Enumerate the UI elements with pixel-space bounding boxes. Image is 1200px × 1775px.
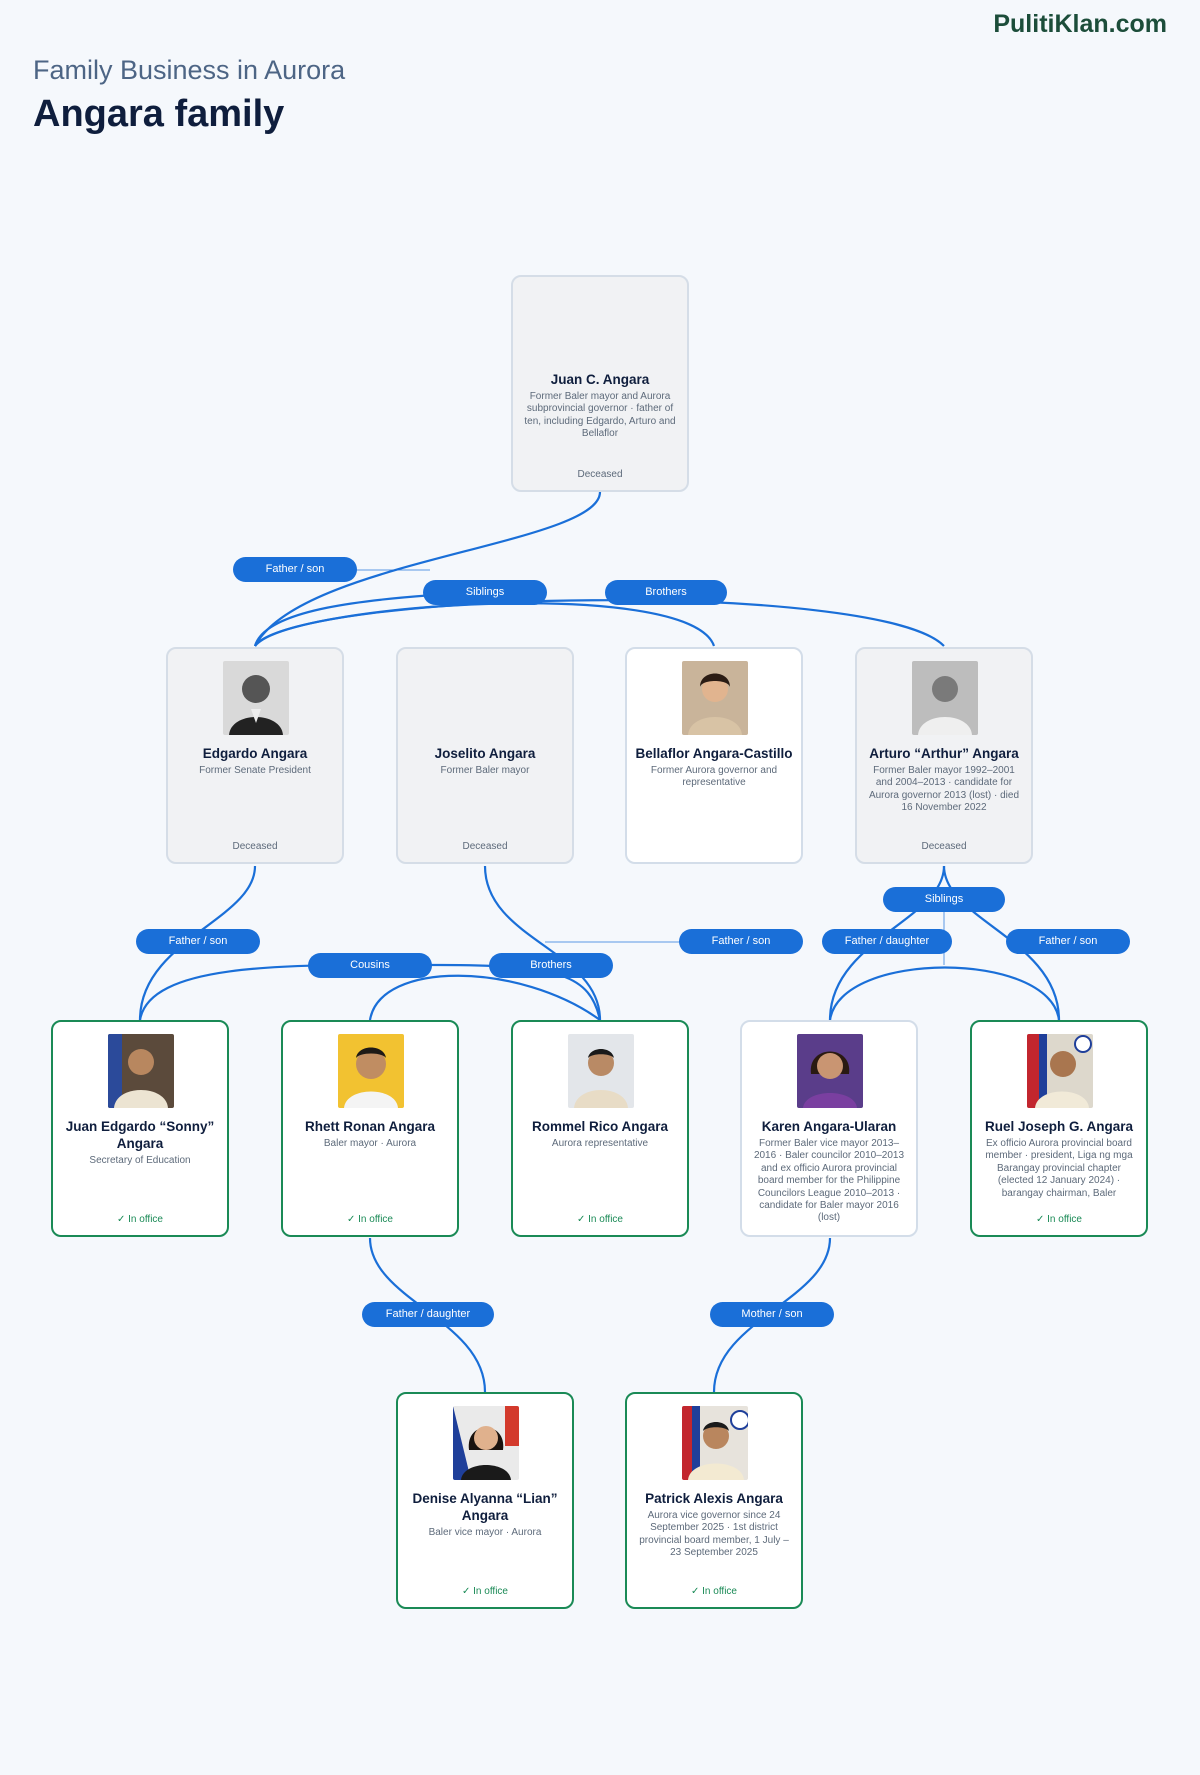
portrait-photo xyxy=(223,661,289,735)
portrait-photo xyxy=(682,1406,748,1480)
person-card-arturo[interactable]: Arturo “Arthur” Angara Former Baler mayo… xyxy=(855,647,1033,864)
person-card-juan[interactable]: Juan C. Angara Former Baler mayor and Au… xyxy=(511,275,689,492)
relation-pill[interactable]: Father / son xyxy=(136,929,260,954)
status-label: Deceased xyxy=(921,841,967,852)
person-card-rhett[interactable]: Rhett Ronan Angara Baler mayor · Aurora … xyxy=(281,1020,459,1237)
person-description: Former Baler vice mayor 2013–2016 · Bale… xyxy=(753,1138,905,1224)
person-name-text: Bellaflor Angara-Castillo xyxy=(635,746,793,761)
person-description: Former Senate President xyxy=(199,765,311,776)
status-label: ✓ In office xyxy=(1036,1214,1082,1225)
person-name: Juan C. Angara Former Baler mayor and Au… xyxy=(521,371,679,441)
status-label: ✓ In office xyxy=(117,1214,163,1225)
relation-pill[interactable]: Father / son xyxy=(679,929,803,954)
person-name: Denise Alyanna “Lian” Angara Baler vice … xyxy=(406,1490,564,1539)
person-description: Aurora vice governor since 24 September … xyxy=(639,1510,789,1559)
person-card-sonny[interactable]: Juan Edgardo “Sonny” Angara Secretary of… xyxy=(51,1020,229,1237)
status-label: ✓ In office xyxy=(691,1586,737,1597)
relation-pill[interactable]: Father / son xyxy=(1006,929,1130,954)
person-card-karen[interactable]: Karen Angara-Ularan Former Baler vice ma… xyxy=(740,1020,918,1237)
relation-pill[interactable]: Mother / son xyxy=(710,1302,834,1327)
connector-juan-edgardo xyxy=(254,491,602,647)
person-description: Former Baler mayor 1992–2001 and 2004–20… xyxy=(868,765,1020,814)
person-name: Rhett Ronan Angara Baler mayor · Aurora xyxy=(291,1118,449,1150)
connector-karen-ruel xyxy=(828,966,1061,1021)
person-card-lian[interactable]: Denise Alyanna “Lian” Angara Baler vice … xyxy=(396,1392,574,1609)
person-name: Karen Angara-Ularan Former Baler vice ma… xyxy=(750,1118,908,1225)
brand-logo-text[interactable]: PulitiKlan.com xyxy=(993,10,1167,38)
relation-pill[interactable]: Siblings xyxy=(883,887,1005,912)
person-description: Baler vice mayor · Aurora xyxy=(428,1527,542,1538)
person-name: Juan Edgardo “Sonny” Angara Secretary of… xyxy=(61,1118,219,1167)
page-subtitle: Family Business in Aurora xyxy=(33,55,346,85)
portrait-photo xyxy=(568,1034,634,1108)
status-label: Deceased xyxy=(462,841,508,852)
relation-pill[interactable]: Siblings xyxy=(423,580,547,605)
connector-joselito-rommel xyxy=(483,865,602,1021)
relation-pill[interactable]: Brothers xyxy=(605,580,727,605)
person-name-text: Juan Edgardo “Sonny” Angara xyxy=(65,1119,215,1151)
person-name: Rommel Rico Angara Aurora representative xyxy=(521,1118,679,1150)
person-name: Bellaflor Angara-Castillo Former Aurora … xyxy=(635,745,793,790)
person-name-text: Denise Alyanna “Lian” Angara xyxy=(412,1491,558,1523)
person-card-joselito[interactable]: Joselito Angara Former Baler mayor Decea… xyxy=(396,647,574,864)
portrait-photo xyxy=(912,661,978,735)
status-label: Deceased xyxy=(577,469,623,480)
person-card-patrick[interactable]: Patrick Alexis Angara Aurora vice govern… xyxy=(625,1392,803,1609)
person-name: Ruel Joseph G. Angara Ex officio Aurora … xyxy=(980,1118,1138,1200)
relation-pill[interactable]: Father / son xyxy=(233,557,357,582)
person-description: Ex officio Aurora provincial board membe… xyxy=(985,1138,1133,1199)
person-name-text: Patrick Alexis Angara xyxy=(645,1491,783,1506)
connector-arturo-ruel xyxy=(942,865,1061,1021)
status-label: ✓ In office xyxy=(577,1214,623,1225)
person-description: Aurora representative xyxy=(551,1138,649,1149)
page-title: Angara family xyxy=(33,93,285,135)
person-name: Edgardo Angara Former Senate President xyxy=(176,745,334,777)
portrait-photo xyxy=(108,1034,174,1108)
person-description: Former Baler mayor and Aurora subprovinc… xyxy=(524,391,676,440)
connector-sibling-bellaflor xyxy=(254,602,716,647)
person-card-edgardo[interactable]: Edgardo Angara Former Senate President D… xyxy=(166,647,344,864)
person-name-text: Juan C. Angara xyxy=(550,372,650,387)
person-name-text: Rommel Rico Angara xyxy=(531,1119,669,1134)
person-description: Former Baler mayor xyxy=(440,765,530,776)
person-name: Arturo “Arthur” Angara Former Baler mayo… xyxy=(865,745,1023,815)
person-description: Former Aurora governor and representativ… xyxy=(650,765,778,789)
portrait-photo xyxy=(453,1406,519,1480)
person-card-bellaflor[interactable]: Bellaflor Angara-Castillo Former Aurora … xyxy=(625,647,803,864)
person-name-text: Joselito Angara xyxy=(434,746,536,761)
status-label: ✓ In office xyxy=(462,1586,508,1597)
status-label: Deceased xyxy=(232,841,278,852)
relation-pill[interactable]: Father / daughter xyxy=(822,929,952,954)
relation-pill[interactable]: Father / daughter xyxy=(362,1302,494,1327)
relation-pill[interactable]: Cousins xyxy=(308,953,432,978)
person-name-text: Karen Angara-Ularan xyxy=(761,1119,897,1134)
person-name-text: Edgardo Angara xyxy=(202,746,308,761)
person-name-text: Ruel Joseph G. Angara xyxy=(984,1119,1134,1134)
person-description: Secretary of Education xyxy=(89,1155,191,1166)
person-description: Baler mayor · Aurora xyxy=(323,1138,417,1149)
connector-brothers xyxy=(368,974,601,1021)
person-card-rommel[interactable]: Rommel Rico Angara Aurora representative… xyxy=(511,1020,689,1237)
portrait-photo xyxy=(682,661,748,735)
person-name: Patrick Alexis Angara Aurora vice govern… xyxy=(635,1490,793,1560)
portrait-photo xyxy=(1027,1034,1093,1108)
relation-pill[interactable]: Brothers xyxy=(489,953,613,978)
person-name-text: Rhett Ronan Angara xyxy=(304,1119,435,1134)
person-name-text: Arturo “Arthur” Angara xyxy=(869,746,1019,761)
portrait-photo xyxy=(797,1034,863,1108)
person-name: Joselito Angara Former Baler mayor xyxy=(406,745,564,777)
portrait-photo xyxy=(338,1034,404,1108)
status-label: ✓ In office xyxy=(347,1214,393,1225)
person-card-ruel[interactable]: Ruel Joseph G. Angara Ex officio Aurora … xyxy=(970,1020,1148,1237)
